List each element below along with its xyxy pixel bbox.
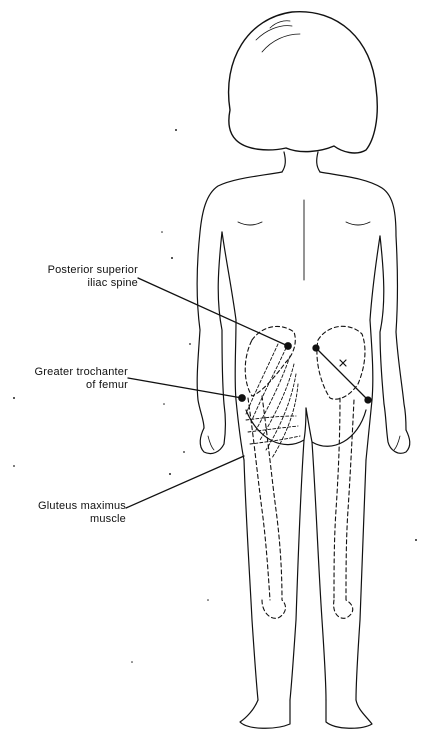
right-landmark-line [313, 345, 371, 403]
neck [282, 152, 320, 172]
leader-lines [126, 278, 291, 508]
psis-label-line1: Posterior superior [6, 264, 138, 277]
hair [229, 12, 378, 153]
scan-specks [13, 129, 417, 663]
right-pelvis-skeleton [317, 326, 365, 618]
gt-label-line2: of femur [6, 379, 128, 392]
gt-leader [128, 378, 242, 398]
gt-label-line1: Greater trochanter [6, 366, 128, 379]
greater-trochanter-label: Greater trochanter of femur [6, 366, 128, 392]
psis-label: Posterior superior iliac spine [6, 264, 138, 290]
psis-leader [138, 278, 288, 346]
gluteus-maximus-label: Gluteus maximus muscle [6, 500, 126, 526]
gm-label-line1: Gluteus maximus [6, 500, 126, 513]
gm-label-line2: muscle [6, 513, 126, 526]
left-pelvis-skeleton [245, 326, 295, 618]
gm-leader [126, 456, 244, 508]
body-outline [197, 172, 410, 728]
psis-label-line2: iliac spine [6, 277, 138, 290]
